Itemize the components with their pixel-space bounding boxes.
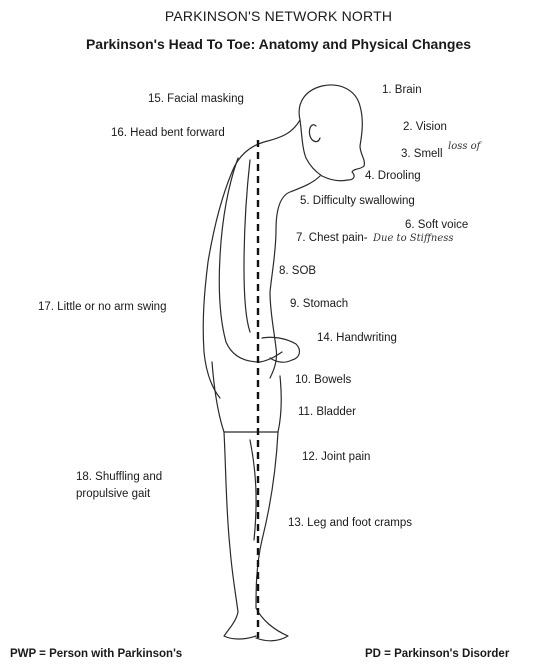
shorts-outline xyxy=(212,362,281,432)
ear-outline xyxy=(309,125,320,142)
front-leg xyxy=(256,432,288,641)
label-swallowing: 5. Difficulty swallowing xyxy=(300,195,415,207)
label-handwriting: 14. Handwriting xyxy=(317,332,397,344)
label-sob: 8. SOB xyxy=(279,265,316,277)
footer-pwp-definition: PWP = Person with Parkinson's xyxy=(10,648,182,660)
back-leg xyxy=(224,432,256,639)
label-head-bent-forward: 16. Head bent forward xyxy=(111,127,225,139)
hand-outline xyxy=(262,337,299,362)
label-chest-pain: 7. Chest pain- xyxy=(296,232,368,244)
label-vision: 2. Vision xyxy=(403,121,447,133)
label-bowels: 10. Bowels xyxy=(295,374,351,386)
label-drooling: 4. Drooling xyxy=(365,170,421,182)
label-stomach: 9. Stomach xyxy=(290,298,348,310)
label-facial-masking: 15. Facial masking xyxy=(148,93,244,105)
label-brain: 1. Brain xyxy=(382,84,422,96)
arm-outline xyxy=(219,158,282,362)
label-arm-swing: 17. Little or no arm swing xyxy=(38,301,166,313)
footer-pd-definition: PD = Parkinson's Disorder xyxy=(365,648,509,660)
label-shuffling-line2: propulsive gait xyxy=(76,488,150,500)
label-joint-pain: 12. Joint pain xyxy=(302,451,370,463)
label-leg-foot-cramps: 13. Leg and foot cramps xyxy=(288,517,412,529)
label-soft-voice: 6. Soft voice xyxy=(405,219,468,231)
knee-line xyxy=(250,440,256,540)
back-outline xyxy=(203,120,300,398)
label-smell: 3. Smell xyxy=(401,148,443,160)
label-shuffling-line1: 18. Shuffling and xyxy=(76,471,162,483)
handwritten-smell-note: loss of xyxy=(448,141,480,152)
label-bladder: 11. Bladder xyxy=(298,406,356,418)
handwritten-chest-note: Due to Stiffness xyxy=(373,233,454,244)
arm-inner xyxy=(244,160,250,332)
